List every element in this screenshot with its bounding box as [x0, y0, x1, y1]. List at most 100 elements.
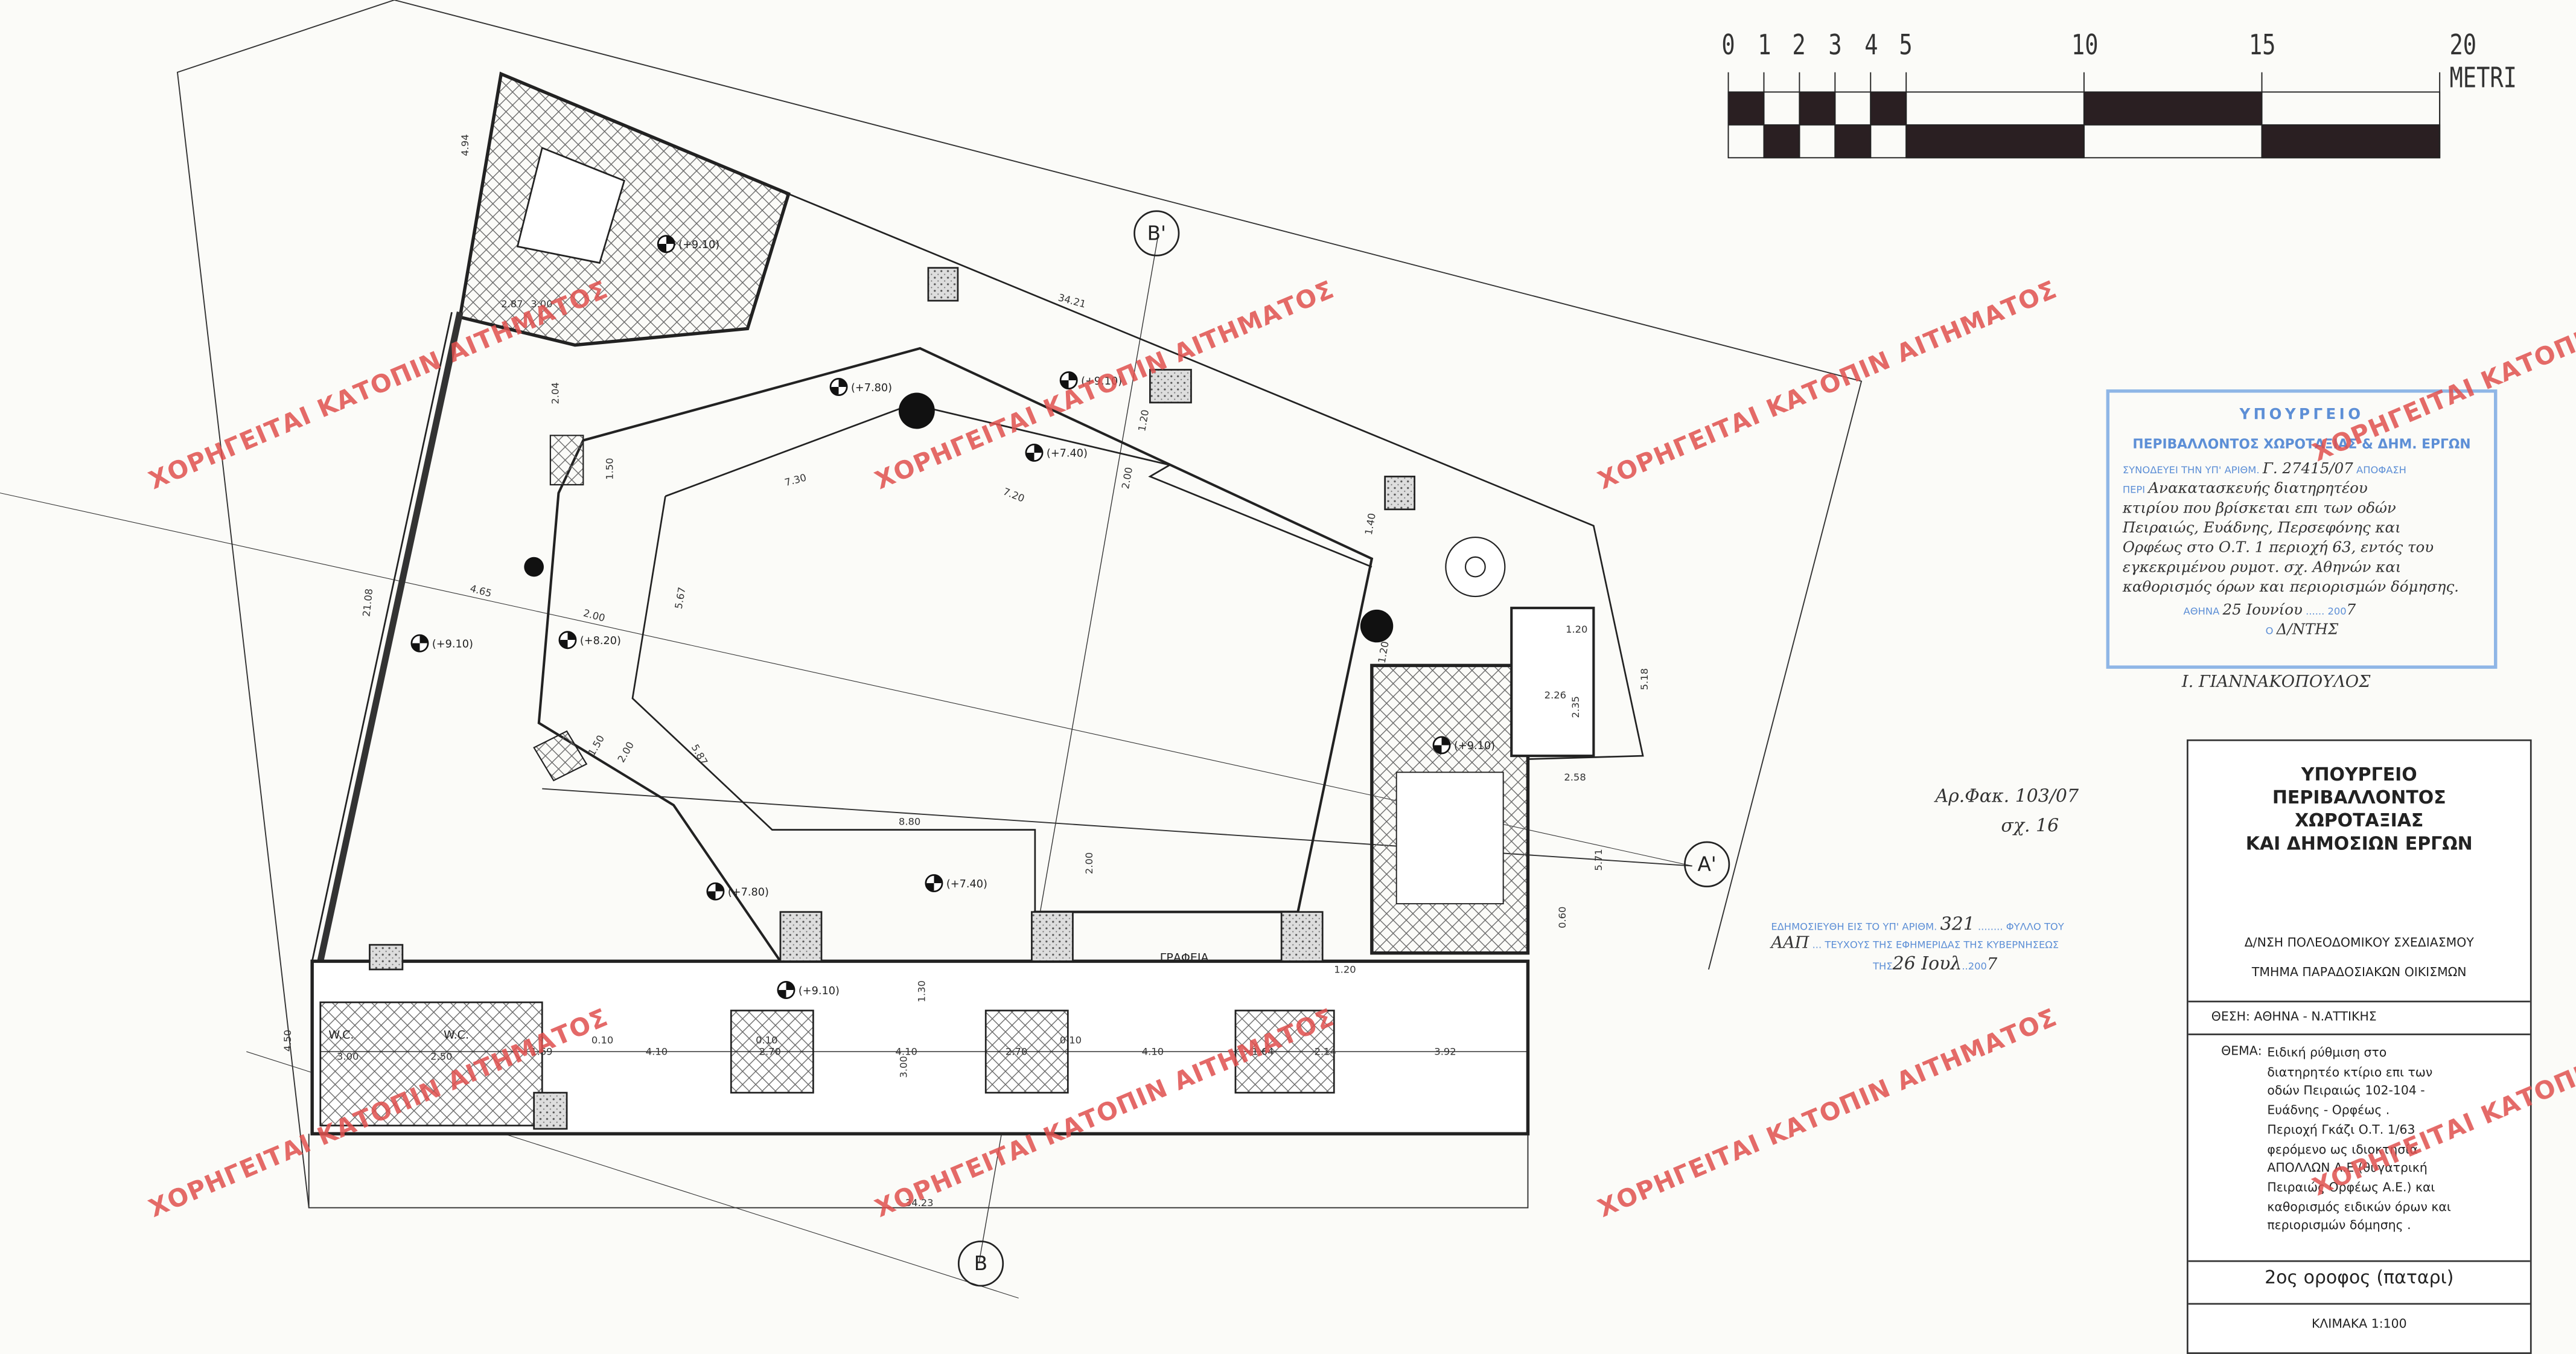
elevation-marker: (+7.40) — [1025, 443, 1088, 462]
scale-bar-label: 10 — [2070, 29, 2098, 63]
scale-bar-label: 15 — [2248, 29, 2275, 63]
pub-line2-suffix: ΤΕΥΧΟΥΣ ΤΗΣ ΕΦΗΜΕΡΙΔΑΣ ΤΗΣ ΚΥΒΕΡΝΗΣΕΩΣ — [1825, 939, 2059, 952]
stamp-year-prefix: 200 — [2327, 606, 2347, 618]
scale-bar-label: 20 METRI — [2449, 29, 2517, 95]
stamp-about-line: Ορφέως στο Ο.Τ. 1 περιοχή 63, εντός του — [2122, 540, 2434, 557]
dimension-label: 4.10 — [645, 1046, 668, 1058]
stamp-date: 25 Ιουνίου — [2222, 602, 2303, 620]
dimension-label: 0.10 — [756, 1035, 778, 1047]
section-marker-b-prime: B' — [1133, 210, 1180, 257]
dimension-label: 1.50 — [604, 458, 616, 480]
elevation-marker: (+9.10) — [777, 981, 840, 999]
scale-bar-label: 3 — [1828, 29, 1842, 63]
title-ministry-line: ΠΕΡΙΒΑΛΛΟΝΤΟΣ — [2272, 787, 2446, 809]
pub-year-suffix: 7 — [1986, 956, 1998, 975]
level-symbol-icon — [657, 235, 675, 254]
scale-bar-segment — [1870, 91, 1907, 126]
scale-bar-label: 1 — [1757, 29, 1771, 63]
subject-line: ΑΠΟΛΛΩΝ Α.Ε (θυγατρική — [2267, 1160, 2428, 1175]
title-ministry-line: ΥΠΟΥΡΓΕΙΟ — [2301, 764, 2417, 786]
divider — [2188, 1033, 2530, 1035]
section-marker-b: B — [957, 1241, 1004, 1287]
elevation-marker: (+8.20) — [558, 631, 621, 650]
elevation-marker: (+9.10) — [1432, 736, 1496, 755]
building-walls — [310, 71, 1644, 1135]
level-symbol-icon — [925, 874, 943, 893]
subject-text: Ειδική ρύθμιση στο διατηρητέο κτίριο επι… — [2267, 1043, 2450, 1236]
elevation-value: (+9.10) — [678, 237, 720, 251]
stamp-about-line: Πειραιώς, Ευάδνης, Περσεφόνης και — [2122, 520, 2401, 538]
stamp-about-line: εγκεκριμένου ρυμοτ. σχ. Αθηνών και — [2122, 560, 2402, 577]
scale-bar-segment — [1763, 124, 1800, 159]
stamp-decision-label: ΑΠΟΦΑΣΗ — [2356, 465, 2406, 477]
elevation-value: (+7.40) — [946, 877, 987, 890]
dimension-label: 1.69 — [531, 1046, 553, 1058]
elevation-value: (+9.10) — [432, 636, 473, 650]
elevation-marker: (+9.10) — [1059, 371, 1123, 390]
divider — [2188, 1303, 2530, 1305]
level-symbol-icon — [410, 634, 429, 653]
room-label-wc: W.C. — [443, 1028, 470, 1042]
subject-line: Ειδική ρύθμιση στο — [2267, 1045, 2387, 1060]
dimension-label: 5.18 — [1639, 668, 1651, 691]
dimension-label: 1.30 — [916, 980, 928, 1003]
pub-line3-prefix: ΤΗΣ — [1873, 961, 1893, 973]
pub-year-prefix: 200 — [1968, 961, 1987, 973]
dimension-label: 0.10 — [591, 1035, 614, 1047]
elevation-value: (+7.80) — [850, 380, 893, 394]
room-label-offices: ΓΡΑΦΕΙΑ — [1159, 951, 1209, 965]
scale-bar-segment — [2083, 91, 2263, 126]
scale-bar-label: 2 — [1793, 29, 1806, 63]
approval-stamp: ΥΠΟΥΡΓΕΙΟ ΠΕΡΙΒΑΛΛΟΝΤΟΣ ΧΩΡΟΤΑΞΙΑΣ & ΔΗΜ… — [2106, 389, 2498, 669]
site-boundary — [0, 0, 1863, 1298]
department: ΤΜΗΜΑ ΠΑΡΑΔΟΣΙΑΚΩΝ ΟΙΚΙΣΜΩΝ — [2251, 964, 2467, 980]
file-number-note: Αρ.Φακ. 103/07 — [1935, 785, 2079, 807]
dimension-label: 3.00 — [898, 1056, 910, 1078]
title-ministry-line: ΚΑΙ ΔΗΜΟΣΙΩΝ ΕΡΓΩΝ — [2245, 833, 2473, 855]
scale-bar-segment — [1727, 91, 1765, 126]
level-symbol-icon — [1432, 736, 1451, 755]
subject-line: καθορισμός ειδικών όρων και — [2267, 1199, 2451, 1214]
divider — [2188, 1000, 2530, 1003]
dimension-label: 4.50 — [282, 1029, 295, 1052]
subject-line: φερόμενο ως ιδιοκτησία — [2267, 1141, 2418, 1156]
dimension-label: 1.20 — [1334, 964, 1356, 976]
level-symbol-icon — [1059, 371, 1078, 390]
dimension-label: 2.58 — [1564, 772, 1586, 784]
drawing-scale: ΚΛΙΜΑΚΑ 1:100 — [2311, 1316, 2407, 1331]
elevation-value: (+9.10) — [798, 983, 840, 997]
dimension-label: 8.80 — [898, 816, 921, 828]
scale-bar-segment — [1799, 91, 1836, 126]
scale-bar-label: 4 — [1864, 29, 1878, 63]
elevation-marker: (+7.80) — [706, 882, 769, 901]
elevation-value: (+9.10) — [1453, 738, 1496, 752]
level-symbol-icon — [706, 882, 725, 901]
subject-line: Περιοχή Γκάζι Ο.Τ. 1/63 — [2267, 1122, 2415, 1137]
room-label-wc: W.C. — [328, 1028, 354, 1042]
section-marker-a-prime: A' — [1684, 841, 1730, 887]
level-symbol-icon — [558, 631, 577, 650]
elevation-value: (+7.80) — [727, 884, 769, 898]
pub-sheet-number: 321 — [1940, 913, 1975, 935]
stamp-decision-number: Γ. 27415/07 — [2262, 461, 2353, 479]
elevation-value: (+8.20) — [579, 633, 621, 647]
level-symbol-icon — [829, 378, 848, 397]
drawing-number-note: σχ. 16 — [2001, 815, 2059, 837]
scale-bar-segment — [1905, 124, 2085, 159]
dimension-label: 2.35 — [1570, 696, 1583, 718]
stamp-about-line: κτιρίου που βρίσκεται επι των οδών — [2122, 501, 2396, 518]
scale-bar-segment — [2261, 124, 2441, 159]
pub-line1-prefix: ΕΔΗΜΟΣΙΕΥΘΗ ΕΙΣ ΤΟ ΥΠ' ΑΡΙΘΜ. — [1771, 922, 1937, 934]
divider — [2188, 1260, 2530, 1262]
subject-line: περιορισμών δόμησης . — [2267, 1218, 2411, 1233]
title-ministry-line: ΧΩΡΟΤΑΞΙΑΣ — [2295, 810, 2424, 832]
signature-name: Ι. ΓΙΑΝΝΑΚΟΠΟΥΛΟΣ — [2181, 674, 2371, 692]
dimension-label: 0.10 — [1059, 1035, 1082, 1047]
stamp-ministry: ΥΠΟΥΡΓΕΙΟ — [2239, 407, 2364, 424]
stamp-about-label: ΠΕΡΙ — [2122, 484, 2146, 497]
elevation-value: (+9.10) — [1081, 374, 1123, 388]
elevation-marker: (+7.40) — [925, 874, 987, 893]
dimension-label: 34.23 — [905, 1198, 934, 1210]
